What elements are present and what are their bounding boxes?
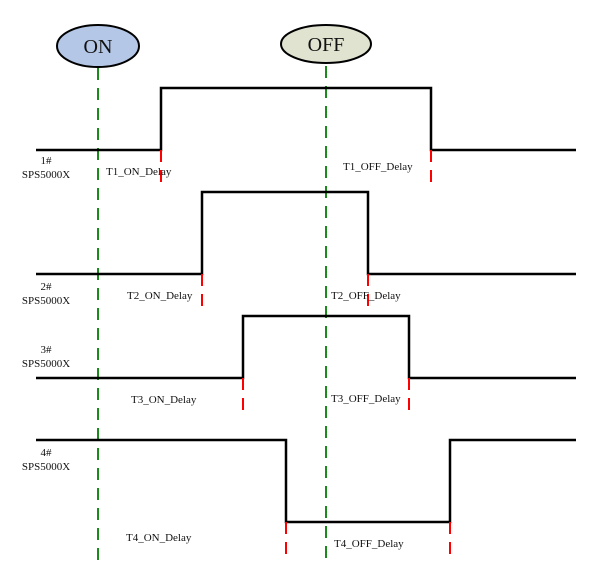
on-label: ON <box>84 36 113 58</box>
off-trigger: OFF <box>280 24 372 64</box>
channel-4-off-delay-label: T4_OFF_Delay <box>334 538 404 550</box>
off-ellipse <box>280 24 372 64</box>
channel-1-model: SPS5000X <box>22 169 70 181</box>
off-label: OFF <box>308 34 345 56</box>
channel-1-number: 1# <box>41 155 53 167</box>
channel-3-number: 3# <box>41 344 53 356</box>
on-ellipse <box>56 24 140 68</box>
channel-3-on-delay-label: T3_ON_Delay <box>131 394 197 406</box>
channel-3-waveform <box>36 314 576 380</box>
channel-1: 1# SPS5000X T1_ON_Delay T1_OFF_Delay <box>22 86 576 184</box>
channel-3: 3# SPS5000X T3_ON_Delay T3_OFF_Delay <box>22 314 576 412</box>
channel-4-model: SPS5000X <box>22 461 70 473</box>
channel-3-model: SPS5000X <box>22 358 70 370</box>
channel-3-off-delay-label: T3_OFF_Delay <box>331 393 401 405</box>
channel-4-waveform <box>36 438 576 524</box>
channel-2-model: SPS5000X <box>22 295 70 307</box>
channel-2-off-delay-label: T2_OFF_Delay <box>331 290 401 302</box>
channel-4-on-delay-label: T4_ON_Delay <box>126 532 192 544</box>
channel-4-number: 4# <box>41 447 53 459</box>
channel-2: 2# SPS5000X T2_ON_Delay T2_OFF_Delay <box>22 190 576 308</box>
channel-4: 4# SPS5000X T4_ON_Delay T4_OFF_Delay <box>22 438 576 556</box>
channel-2-on-delay-label: T2_ON_Delay <box>127 290 193 302</box>
channel-1-off-delay-label: T1_OFF_Delay <box>343 161 413 173</box>
channel-1-waveform <box>36 86 576 152</box>
on-trigger: ON <box>56 24 140 68</box>
channel-1-on-delay-label: T1_ON_Delay <box>106 166 172 178</box>
channel-2-waveform <box>36 190 576 276</box>
channel-2-number: 2# <box>41 281 53 293</box>
